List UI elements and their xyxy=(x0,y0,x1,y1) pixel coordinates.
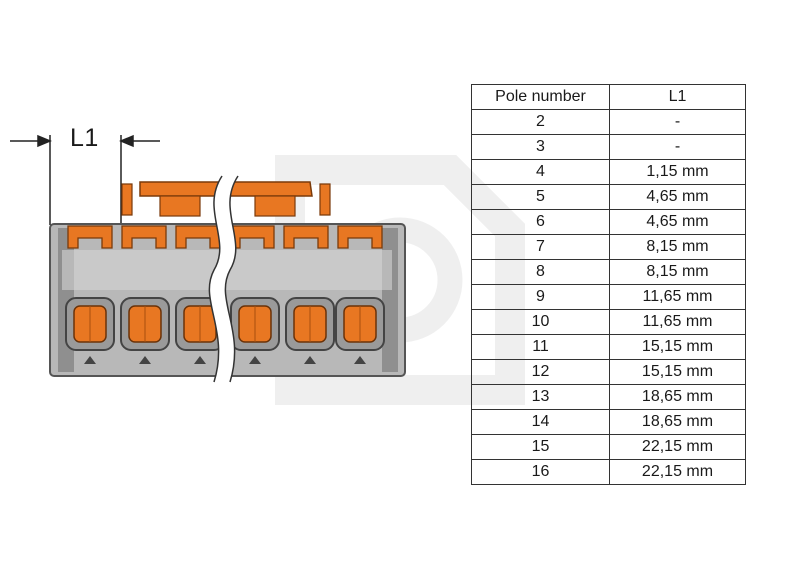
pole-number-cell: 3 xyxy=(471,134,610,160)
l1-cell: 8,15 mm xyxy=(609,259,746,285)
wire-entries xyxy=(65,297,385,351)
pole-number-cell: 5 xyxy=(471,184,610,210)
dimension-lines xyxy=(10,134,160,225)
pole-number-cell: 16 xyxy=(471,459,610,485)
table-row: 2- xyxy=(471,109,746,135)
l1-cell: 15,15 mm xyxy=(609,359,746,385)
l1-cell: 11,65 mm xyxy=(609,284,746,310)
break-line xyxy=(208,175,239,383)
l1-cell: 18,65 mm xyxy=(609,409,746,435)
pole-number-cell: 11 xyxy=(471,334,610,360)
dimension-label-l1: L1 xyxy=(70,124,99,152)
pole-number-cell: 15 xyxy=(471,434,610,460)
l1-cell: 15,15 mm xyxy=(609,334,746,360)
pole-number-cell: 2 xyxy=(471,109,610,135)
l1-cell: 4,65 mm xyxy=(609,209,746,235)
l1-cell: 11,65 mm xyxy=(609,309,746,335)
l1-cell: 4,65 mm xyxy=(609,184,746,210)
l1-cell: 8,15 mm xyxy=(609,234,746,260)
l1-cell: 22,15 mm xyxy=(609,459,746,485)
pole-number-cell: 6 xyxy=(471,209,610,235)
pole-number-cell: 7 xyxy=(471,234,610,260)
lever-top-bar xyxy=(121,181,331,217)
header-l1: L1 xyxy=(609,84,746,110)
pole-number-cell: 8 xyxy=(471,259,610,285)
pole-number-cell: 9 xyxy=(471,284,610,310)
table-row: 3- xyxy=(471,134,746,160)
l1-cell: - xyxy=(609,109,746,135)
l1-cell: - xyxy=(609,134,746,160)
pole-number-cell: 12 xyxy=(471,359,610,385)
header-pole-number: Pole number xyxy=(471,84,610,110)
l1-cell: 22,15 mm xyxy=(609,434,746,460)
pole-number-cell: 4 xyxy=(471,159,610,185)
table-header-row: Pole number L1 xyxy=(471,84,746,110)
pole-number-cell: 13 xyxy=(471,384,610,410)
bottom-markers xyxy=(84,356,366,364)
l1-cell: 18,65 mm xyxy=(609,384,746,410)
pole-number-cell: 10 xyxy=(471,309,610,335)
l1-cell: 1,15 mm xyxy=(609,159,746,185)
pole-number-cell: 14 xyxy=(471,409,610,435)
connector-drawing xyxy=(10,134,406,383)
